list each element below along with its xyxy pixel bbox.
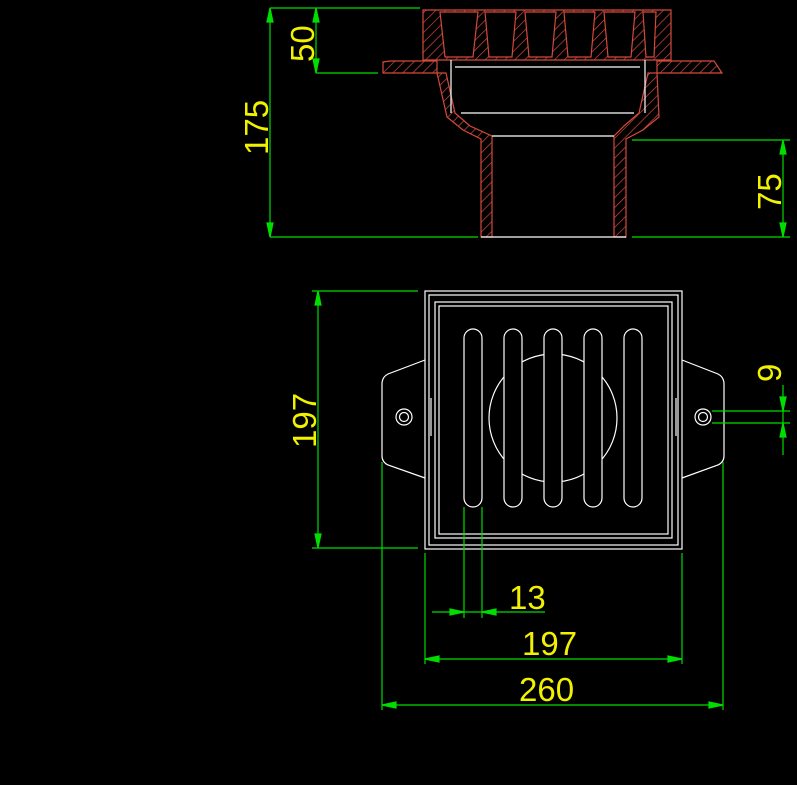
ear-left (381, 359, 426, 479)
dim-width-square: 197 (522, 625, 577, 662)
plan-view (381, 290, 725, 550)
body-wall-right (613, 72, 660, 238)
flange-left (382, 60, 438, 74)
frame-outer (424, 290, 683, 550)
dim-height-total: 175 (238, 100, 275, 155)
dim-height-grate: 50 (284, 25, 321, 62)
mount-hole-right (694, 408, 712, 426)
dim-hole-diameter: 9 (751, 364, 788, 382)
grate-slot-openings (439, 11, 657, 58)
dim-height-outlet: 75 (751, 173, 788, 210)
mount-hole-left (395, 408, 413, 426)
grate-slot (503, 328, 523, 508)
grate-slot (623, 328, 643, 508)
body-wall-left (436, 72, 493, 238)
dim-slot-width: 13 (509, 579, 546, 616)
section-dimensions (266, 7, 790, 238)
grate-slot (463, 328, 483, 508)
plan-dimensions (312, 290, 790, 710)
section-view (382, 9, 724, 238)
ear-right (681, 359, 725, 479)
flange-right (656, 60, 724, 74)
dim-height-square: 197 (286, 393, 323, 448)
grate-slot (543, 328, 563, 508)
grate-slot (583, 328, 603, 508)
dim-width-total: 260 (519, 671, 574, 708)
